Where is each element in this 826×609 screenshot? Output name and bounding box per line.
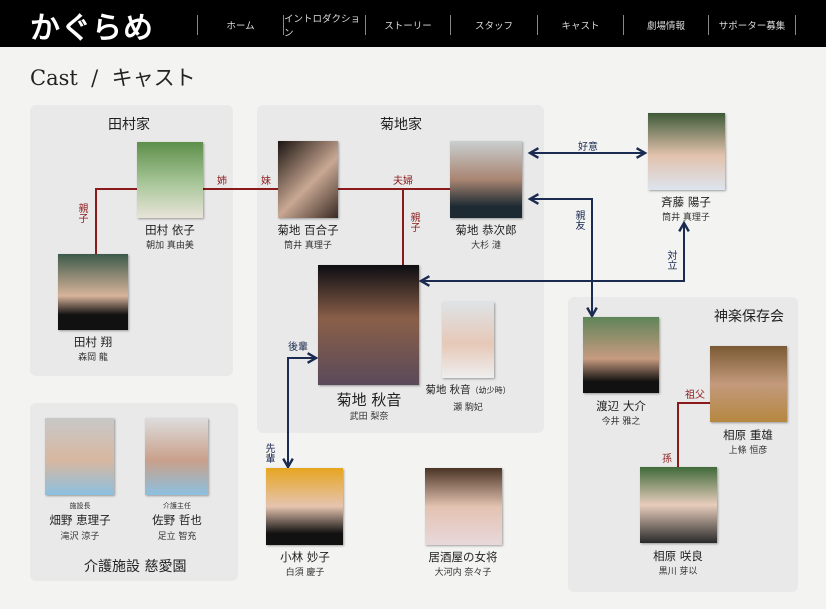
cast-name: 相原 咲良	[653, 549, 703, 563]
photo-yuriko[interactable]	[278, 141, 338, 218]
cast-name: 佐野 哲也	[152, 513, 202, 527]
line-tairitsu	[418, 220, 690, 287]
label-sofu: 祖父	[685, 390, 705, 401]
photo-daisuke[interactable]	[583, 317, 659, 393]
actor-name: 筒井 真理子	[284, 241, 332, 251]
line-senpai-kouhai	[282, 352, 319, 470]
cast-note: （幼少時）	[470, 386, 511, 395]
cast-name: 菊地 秋音	[336, 391, 402, 409]
nav-staff[interactable]: スタッフ	[450, 15, 537, 35]
label-oyako-1: 親子	[76, 203, 87, 223]
line-oyako-tamura	[95, 188, 137, 254]
cast-name: 相原 重雄	[723, 428, 773, 442]
actor-name: 大杉 漣	[471, 241, 501, 251]
photo-sakura[interactable]	[640, 467, 717, 543]
photo-kyojiro[interactable]	[450, 141, 522, 218]
cast-name: 菊地 秋音（幼少時）	[425, 382, 510, 397]
label-kouhai: 後輩	[288, 342, 308, 353]
cast-name: 田村 翔	[73, 335, 113, 349]
actor-name: 黒川 芽以	[658, 567, 698, 577]
cast-name: 小林 妙子	[280, 550, 330, 564]
actor-name: 上條 恒彦	[728, 446, 768, 456]
actor-name: 瀬 駒妃	[453, 403, 483, 413]
label-oyako-2: 親子	[408, 212, 419, 232]
actor-name: 森岡 龍	[78, 353, 108, 363]
cast-role: 施設長	[69, 502, 91, 510]
cast-name: 居酒屋の女将	[428, 550, 498, 564]
header: かぐらめ ホーム イントロダクション ストーリー スタッフ キャスト 劇場情報 …	[0, 0, 826, 47]
label-tairitsu: 対立	[665, 250, 676, 270]
nav-theater[interactable]: 劇場情報	[623, 15, 708, 35]
label-imouto: 妹	[261, 176, 271, 187]
cast-name: 渡辺 大介	[596, 399, 646, 413]
cast-name: 菊地 百合子	[277, 223, 339, 237]
label-koui: 好意	[578, 142, 598, 153]
group-title-kaigo: 介護施設 慈愛園	[84, 559, 187, 575]
photo-akane[interactable]	[318, 265, 419, 385]
cast-name: 畑野 恵理子	[49, 513, 111, 527]
cast-name: 斉藤 陽子	[661, 195, 711, 209]
nav-introduction[interactable]: イントロダクション	[283, 14, 365, 39]
label-ane: 姉	[217, 176, 227, 187]
label-fuufu: 夫婦	[393, 176, 413, 187]
actor-name: 朝加 真由美	[146, 241, 194, 251]
cast-name: 田村 依子	[145, 223, 195, 237]
actor-name: 今井 雅之	[601, 417, 641, 427]
actor-name: 白須 慶子	[285, 568, 325, 578]
label-mago: 孫	[662, 454, 672, 465]
nav-supporter[interactable]: サポーター募集	[708, 15, 796, 35]
nav-cast[interactable]: キャスト	[537, 15, 623, 35]
cast-role: 介護主任	[163, 502, 191, 510]
photo-sho[interactable]	[58, 254, 128, 330]
group-title-kagura: 神楽保存会	[714, 309, 784, 325]
logo[interactable]: かぐらめ	[30, 11, 154, 46]
nav-home[interactable]: ホーム	[197, 15, 283, 35]
photo-sano[interactable]	[145, 418, 208, 495]
label-senpai: 先輩	[263, 443, 274, 463]
group-title-tamura: 田村家	[108, 117, 150, 133]
photo-shigeo[interactable]	[710, 346, 787, 422]
group-title-kikuchi: 菊地家	[380, 117, 422, 133]
cast-name-text: 菊地 秋音	[425, 384, 471, 396]
actor-name: 武田 梨奈	[349, 412, 389, 422]
line-sofu-mago	[677, 402, 710, 467]
label-shinyu: 親友	[573, 210, 584, 230]
page-title: Cast / キャスト	[30, 66, 196, 90]
photo-hatano[interactable]	[45, 418, 114, 495]
photo-yoko[interactable]	[648, 113, 725, 190]
actor-name: 足立 智充	[157, 532, 197, 542]
photo-okami[interactable]	[425, 468, 502, 545]
photo-kobayashi[interactable]	[266, 468, 343, 545]
actor-name: 大河内 奈々子	[434, 568, 492, 578]
cast-name: 菊地 恭次郎	[455, 223, 517, 237]
photo-akane-young[interactable]	[442, 302, 494, 378]
actor-name: 筒井 真理子	[662, 213, 710, 223]
nav-story[interactable]: ストーリー	[365, 15, 450, 35]
actor-name: 滝沢 涼子	[60, 532, 100, 542]
photo-yoriko[interactable]	[137, 142, 203, 218]
